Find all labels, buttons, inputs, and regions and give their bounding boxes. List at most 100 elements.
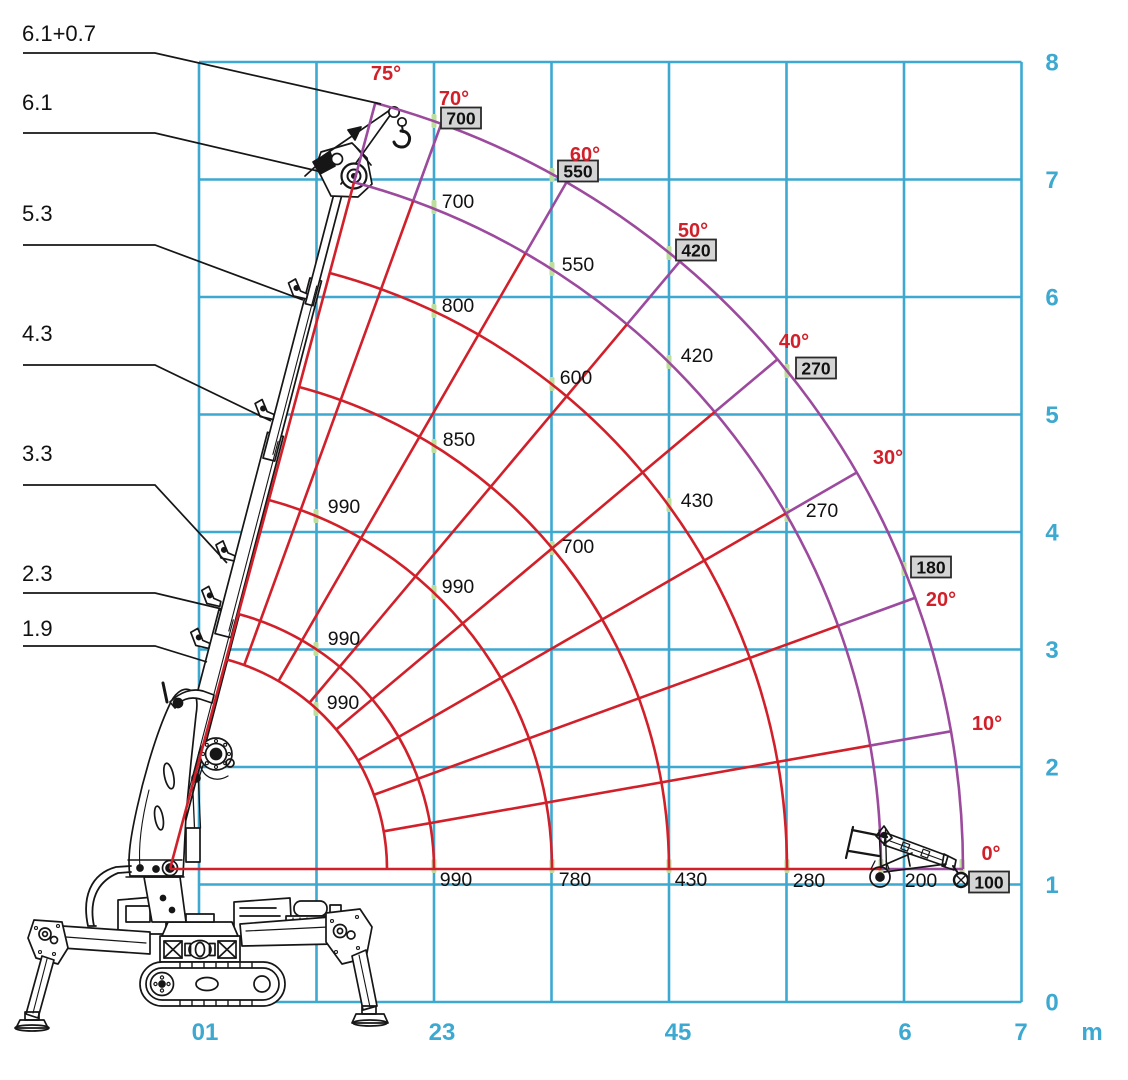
capacity-label: 990 [442,576,475,598]
jib-illustration [844,825,970,889]
capacity-label: 990 [440,869,473,891]
angle-label: 40° [779,331,809,353]
angle-line-60 [277,252,527,682]
jib-extension-line-75 [352,102,377,183]
boom-label-leader [23,132,323,173]
angle-line-30 [357,512,787,762]
capacity-label: 420 [681,345,714,367]
y-axis-label: 2 [1045,755,1058,782]
boom-length-label: 2.3 [22,561,53,586]
crane-illustration [14,105,412,1032]
chassis [117,895,293,963]
y-axis-label: 8 [1045,50,1058,77]
capacity-badge-value: 550 [563,162,592,182]
capacity-label: 800 [442,295,475,317]
angle-label: 50° [678,220,708,242]
angle-label: 30° [873,447,903,469]
grid-layer [197,60,1023,1004]
y-axis-label: 4 [1045,520,1059,547]
x-axis-label: 6 [898,1019,911,1046]
capacity-badge: 700 [440,106,482,130]
boom-length-label: 3.3 [22,441,53,466]
boom-length-label: 6.1 [22,90,53,115]
jib-extension-line-30 [785,471,858,515]
capacity-badge-box [557,159,599,183]
angle-line-70 [242,200,415,666]
angle-line-75 [168,181,356,870]
capacity-badge: 180 [910,555,952,579]
capacity-label: 990 [328,628,361,650]
boom-length-arc-1.9 [225,658,389,870]
jib-extension-line-10 [869,730,952,747]
angle-label: 20° [926,589,956,611]
jib-extension-line-50 [626,260,681,326]
capacity-label: 270 [806,500,839,522]
capacity-badge-box [440,106,482,130]
capacity-badge: 550 [557,159,599,183]
boom-length-label: 6.1+0.7 [22,21,96,46]
capacity-label: 200 [905,870,938,892]
y-axis-label: 6 [1045,285,1058,312]
x-axis-label: m [1081,1019,1102,1046]
capacity-label: 430 [681,490,714,512]
handrail [85,865,132,927]
boom-label-leader [23,592,223,610]
capacity-label: 430 [675,869,708,891]
y-axis-label: 0 [1045,990,1058,1017]
capacity-badge-value: 700 [446,109,475,129]
boom-length-arc-5.3 [329,271,789,870]
capacity-label: 550 [562,254,595,276]
y-axis-label: 1 [1045,872,1058,899]
jib-extension-line-60 [524,181,568,254]
boom-length-label: 1.9 [22,616,53,641]
x-axis-label: 7 [1014,1019,1027,1046]
capacity-badge-value: 270 [801,359,830,379]
jib-extension-line-20 [837,596,916,628]
angle-label: 60° [570,144,600,166]
boom-length-arc-3.3 [268,498,554,870]
x-axis-label: 23 [429,1019,456,1046]
boom-label-leader [23,364,272,422]
capacity-label: 850 [443,429,476,451]
jib-extension-line-40 [713,358,779,413]
boom-length-arc-6.1+0.7 [374,101,965,870]
jib-extension-line-70 [411,123,443,202]
capacity-badge: 270 [795,356,837,380]
outrigger-right [239,908,389,1027]
boom-label-leader [23,244,304,301]
capacity-label: 600 [560,367,593,389]
y-axis-label: 5 [1045,402,1058,429]
capacity-badge-box [675,238,717,262]
capacity-label: 780 [559,869,592,891]
crawler-track [139,961,286,1007]
capacity-badge-value: 100 [974,873,1003,893]
y-axis-label: 3 [1045,637,1058,664]
angle-label: 0° [981,843,1000,865]
angle-line-10 [383,744,871,833]
capacity-badge-box [910,555,952,579]
capacity-badge-value: 420 [681,241,710,261]
leader-layer [23,52,382,663]
boom-length-arc-2.3 [237,612,436,870]
x-axis-label: 45 [665,1019,692,1046]
fan-layer [168,101,965,871]
boom-label-leader [23,52,382,105]
angle-line-40 [335,410,716,731]
boom-label-leader [23,645,208,663]
capacity-label: 990 [327,692,360,714]
capacity-badge: 420 [675,238,717,262]
angle-line-20 [373,624,839,797]
capacity-badge-box [968,870,1010,894]
capacity-label: 280 [793,870,826,892]
boom-length-arc-4.3 [298,385,671,870]
boom [153,175,348,864]
text-layer: 6.1+0.76.15.34.33.32.31.9990990990700800… [22,21,1103,1046]
capacity-label: 990 [328,496,361,518]
outrigger-left [14,919,151,1032]
capacity-badge-value: 180 [916,558,945,578]
boom-length-label: 4.3 [22,321,53,346]
angle-label: 10° [972,713,1002,735]
capacity-badge-box [795,356,837,380]
angle-label: 70° [439,88,469,110]
